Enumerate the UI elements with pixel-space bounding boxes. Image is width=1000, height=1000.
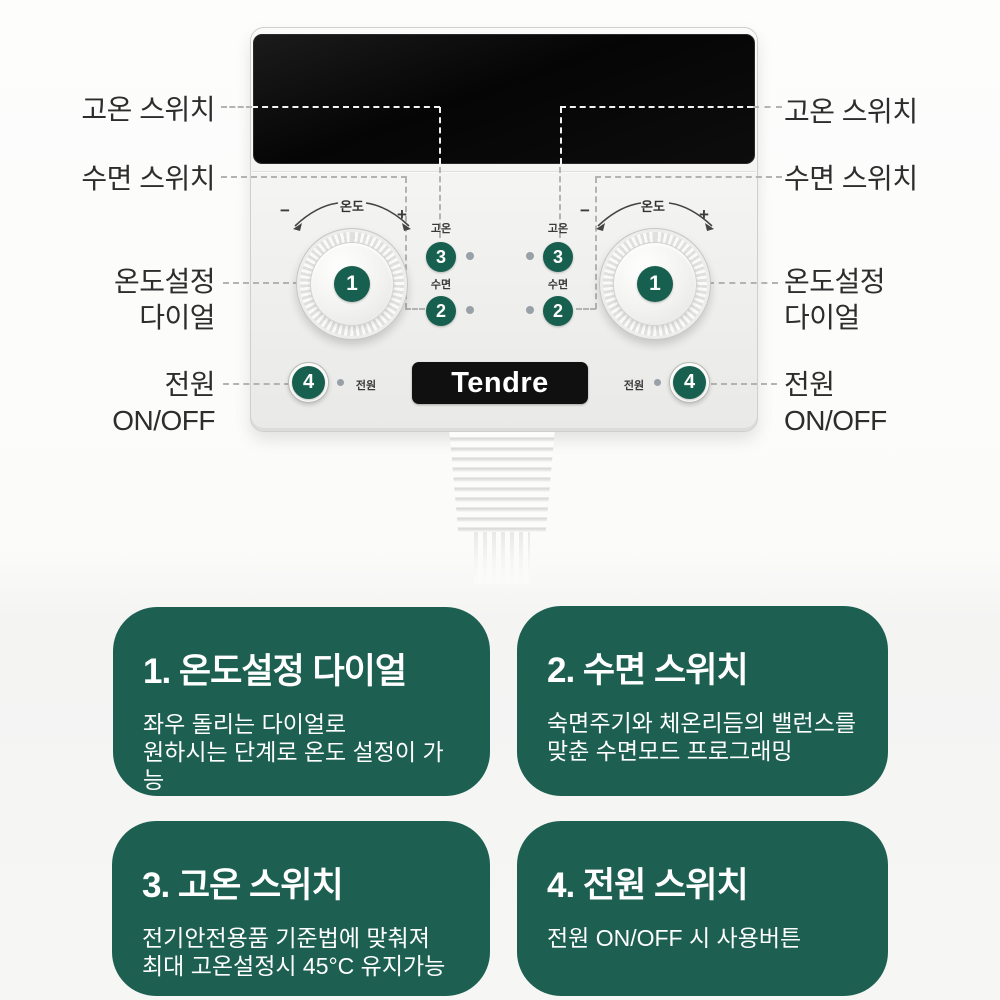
leader-right-sleep-h1: [595, 176, 782, 178]
info-card-power-title: 4. 전원 스위치: [547, 866, 749, 905]
leader-left-sleep-h1: [221, 176, 407, 178]
leader-right-power: [711, 383, 777, 385]
leader-right-high-v1: [560, 107, 562, 164]
marker-3-right: 3: [543, 242, 573, 272]
leader-right-dial: [708, 282, 778, 284]
callout-right-dial-line1: 온도설정: [784, 266, 886, 297]
high-led-left: [466, 252, 474, 260]
dial-plus-right: +: [699, 205, 709, 224]
high-switch-label-right: 고온: [547, 223, 569, 235]
power-button-left: 4: [288, 362, 329, 403]
leader-left-sleep-h2: [405, 308, 425, 310]
marker-4-left: 4: [292, 366, 325, 399]
info-card-sleep-body: 숙면주기와 체온리듬의 밸런스를 맞춘 수면모드 프로그래밍: [547, 709, 858, 765]
callout-left-dial: 온도설정 다이얼: [0, 264, 216, 336]
leader-left-high-v1: [439, 107, 441, 164]
dial-word-left: 온도: [340, 199, 364, 214]
info-card-high-body-line1: 전기안전용품 기준법에 맞춰져: [142, 925, 430, 951]
info-card-dial-title: 1. 온도설정 다이얼: [143, 652, 407, 691]
callout-right-power-line1: 전원: [784, 369, 835, 400]
sleep-led-left: [466, 306, 474, 314]
callout-left-dial-line2: 다이얼: [139, 302, 215, 333]
dial-minus-right: −: [580, 201, 590, 220]
leader-left-dial: [223, 282, 299, 284]
leader-left-high-v2: [439, 167, 441, 238]
temp-arc-right: [596, 202, 714, 231]
info-card-sleep-title: 2. 수면 스위치: [547, 651, 749, 690]
callout-left-power: 전원 ON/OFF: [0, 367, 215, 439]
brand-plate: Tendre: [412, 362, 588, 404]
high-switch-label-left: 고온: [430, 223, 452, 235]
ribbon-cable: [474, 532, 530, 584]
leader-left-high-h2: [252, 106, 440, 108]
sleep-led-right: [526, 306, 534, 314]
leader-right-sleep-v: [595, 177, 597, 309]
info-card-power-body-line1: 전원 ON/OFF 시 사용버튼: [547, 925, 802, 951]
info-card-high-title: 3. 고온 스위치: [142, 866, 344, 905]
info-card-high-body: 전기안전용품 기준법에 맞춰져 최대 고온설정시 45°C 유지가능: [142, 924, 460, 980]
dial-minus-left: −: [280, 201, 290, 220]
info-card-dial-body: 좌우 돌리는 다이얼로 원하시는 단계로 온도 설정이 가능: [143, 710, 460, 794]
brand-logo: Tendre: [451, 366, 549, 399]
callout-left-dial-line1: 온도설정: [113, 266, 216, 297]
dial-word-right: 온도: [641, 199, 665, 214]
power-label-right: 전원: [623, 380, 645, 392]
high-led-right: [526, 252, 534, 260]
callout-right-dial: 온도설정 다이얼: [784, 264, 1000, 336]
info-card-sleep-body-line1: 숙면주기와 체온리듬의 밸런스를: [547, 710, 857, 736]
info-card-power-body: 전원 ON/OFF 시 사용버튼: [547, 924, 858, 952]
marker-2-left: 2: [426, 296, 456, 326]
callout-right-high: 고온 스위치: [784, 96, 918, 127]
callout-left-power-line1: 전원: [164, 369, 215, 400]
leader-right-high-h2: [753, 106, 782, 108]
cable-strain-relief: [449, 432, 555, 533]
info-card-dial: 1. 온도설정 다이얼 좌우 돌리는 다이얼로 원하시는 단계로 온도 설정이 …: [113, 607, 490, 796]
dial-plus-left: +: [397, 205, 407, 224]
callout-left-high: 고온 스위치: [81, 94, 215, 125]
info-card-high: 3. 고온 스위치 전기안전용품 기준법에 맞춰져 최대 고온설정시 45°C …: [112, 821, 490, 996]
sleep-switch-label-right: 수면: [547, 279, 569, 291]
info-card-high-body-line2: 최대 고온설정시 45°C 유지가능: [142, 953, 446, 979]
power-button-right: 4: [669, 362, 710, 403]
info-card-sleep-body-line2: 맞춘 수면모드 프로그래밍: [547, 738, 793, 764]
marker-2-right: 2: [543, 296, 573, 326]
temp-arc-left: [293, 202, 411, 231]
body-seam: [252, 171, 756, 173]
callout-left-power-line2: ON/OFF: [112, 405, 215, 436]
leader-left-high-h1: [221, 106, 252, 108]
power-led-left: [337, 379, 344, 386]
callout-right-power-line2: ON/OFF: [784, 405, 887, 436]
info-card-dial-body-line1: 좌우 돌리는 다이얼로: [143, 711, 347, 737]
marker-4-right: 4: [673, 366, 706, 399]
marker-3-left: 3: [426, 242, 456, 272]
callout-right-sleep: 수면 스위치: [784, 163, 918, 194]
leader-right-high-v2: [559, 167, 561, 238]
leader-right-high-h1: [560, 106, 753, 108]
power-label-left: 전원: [355, 380, 377, 392]
display-panel: [253, 34, 755, 164]
power-led-right: [654, 379, 661, 386]
callout-right-dial-line2: 다이얼: [784, 302, 860, 333]
sleep-switch-label-left: 수면: [430, 279, 452, 291]
leader-right-sleep-h2: [576, 308, 596, 310]
marker-1-right: 1: [637, 266, 673, 302]
info-card-dial-body-line2: 원하시는 단계로 온도 설정이 가능: [143, 739, 444, 793]
leader-left-sleep-v: [405, 177, 407, 309]
marker-1-left: 1: [334, 266, 370, 302]
callout-left-sleep: 수면 스위치: [81, 163, 215, 194]
info-card-power: 4. 전원 스위치 전원 ON/OFF 시 사용버튼: [517, 821, 888, 996]
info-card-sleep: 2. 수면 스위치 숙면주기와 체온리듬의 밸런스를 맞춘 수면모드 프로그래밍: [517, 606, 888, 796]
leader-left-power: [223, 383, 290, 385]
callout-right-power: 전원 ON/OFF: [784, 367, 1000, 439]
